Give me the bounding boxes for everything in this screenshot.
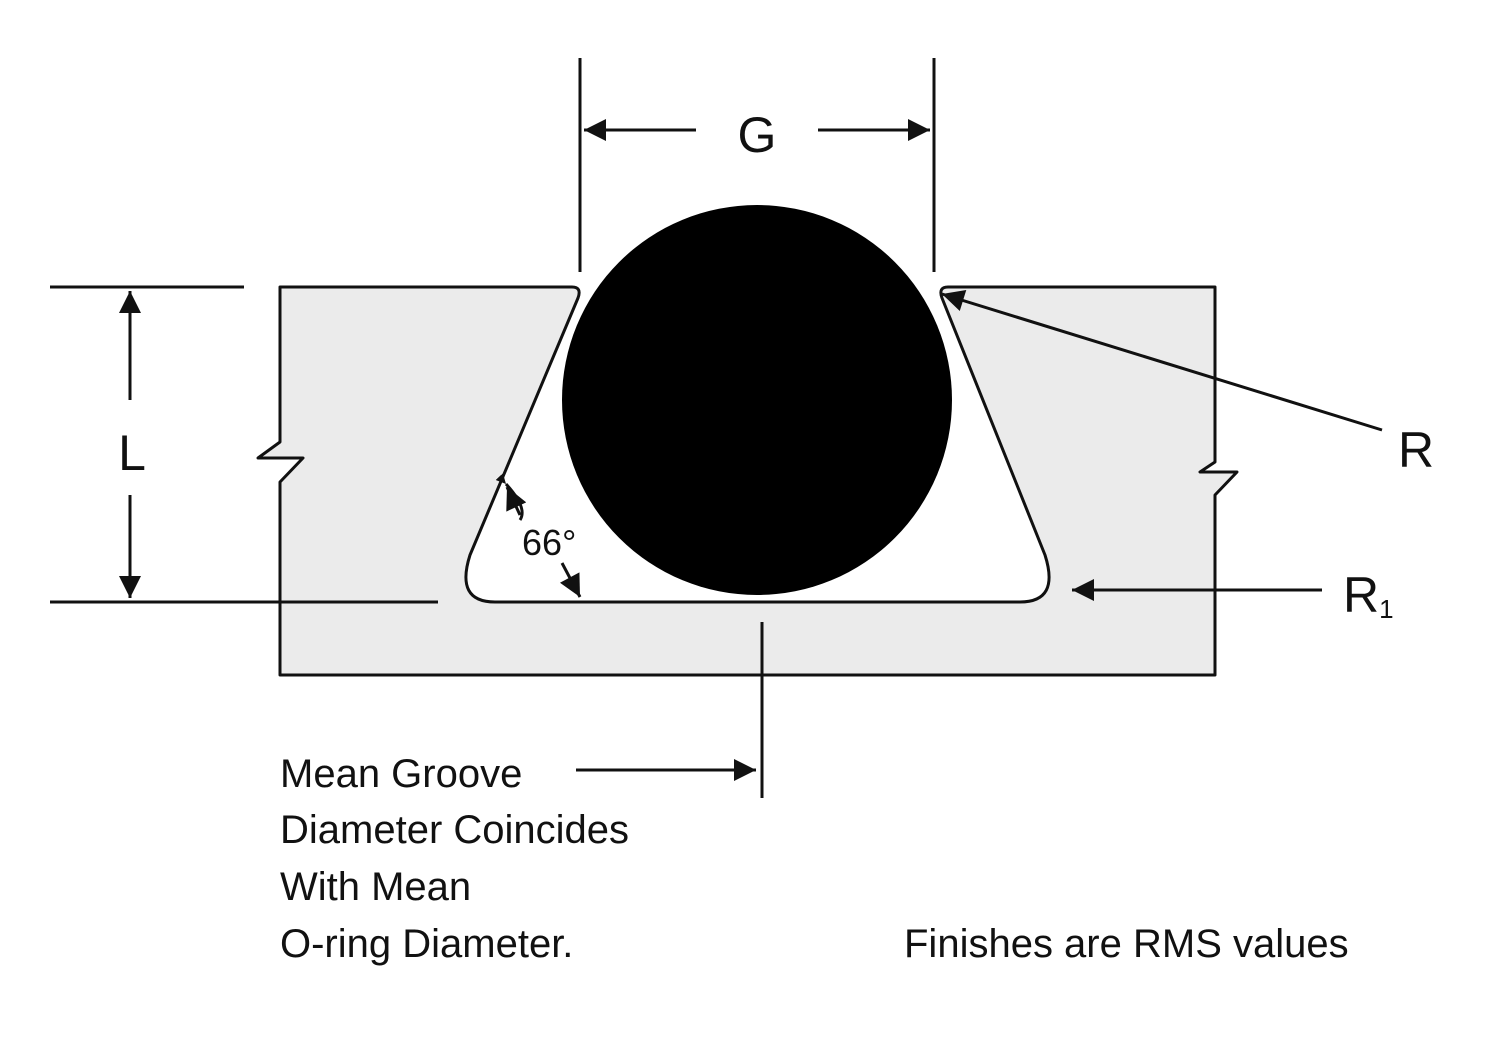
angle-arrow-start	[505, 486, 527, 516]
g-label: G	[738, 107, 777, 163]
note-finishes: Finishes are RMS values	[904, 922, 1349, 966]
oring-cross-section	[562, 205, 952, 595]
r-label: R	[1398, 422, 1434, 478]
l-label: L	[118, 425, 146, 481]
angle-label: 66°	[522, 522, 576, 563]
gland-body	[256, 285, 1239, 677]
r1-label: R1	[1343, 567, 1394, 624]
r-leader	[941, 289, 1383, 432]
angle-arrow-end	[559, 562, 582, 598]
note-mean-groove: Mean Groove Diameter Coincides With Mean…	[280, 752, 640, 966]
